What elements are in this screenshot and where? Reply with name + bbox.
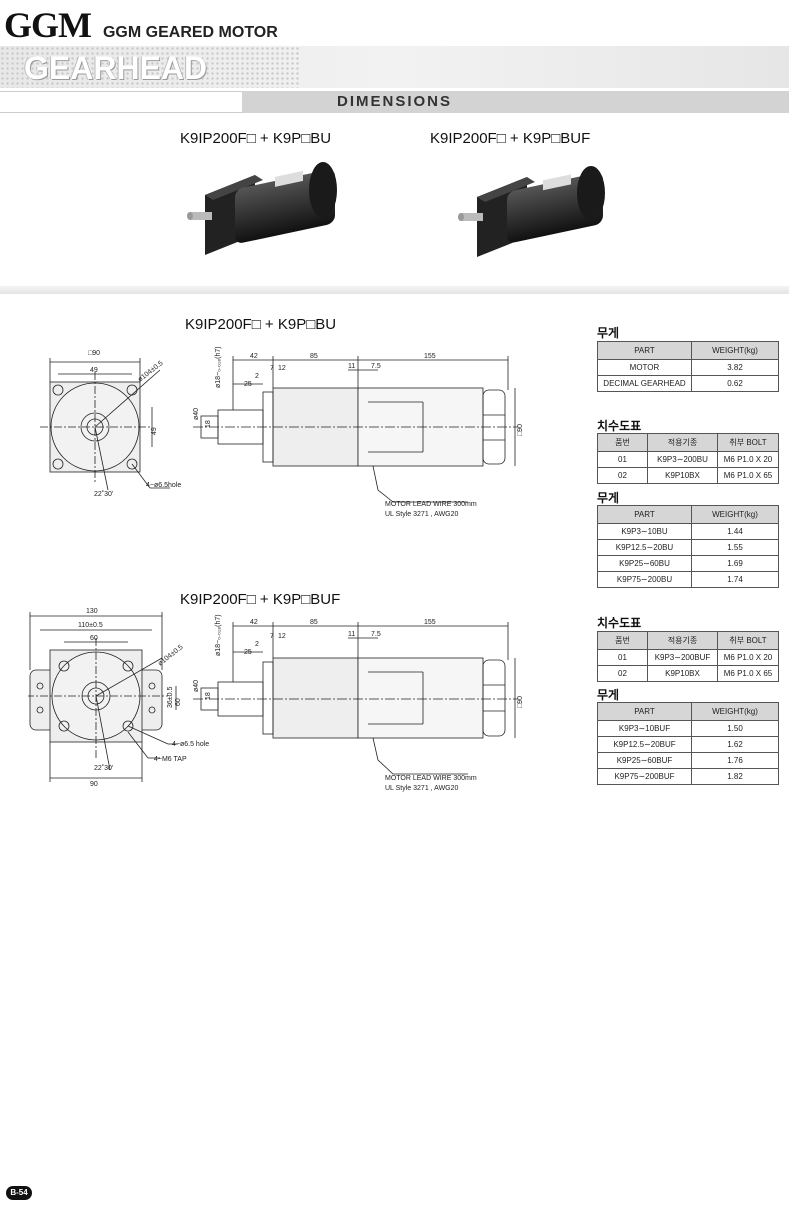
weight-heading-2: 무게 [597,491,620,505]
drawing-bu: □90 49 ø104±0.5 49 4−ø6.5hole 22˚30' ø18… [40,346,524,518]
drawing-title-bu: K9IP200F□ + K9P□BU [185,316,337,333]
dim-49: 49 [90,367,98,374]
dim-42-2: 42 [250,619,258,626]
brand-subtitle: GGM GEARED MOTOR [102,24,278,41]
dim-90: 90 [90,781,98,788]
dim-49v: 49 [151,427,158,435]
dim-hole-2: 4−ø6.5 hole [172,741,209,748]
band-dot-pattern [0,46,300,88]
gearhead-band: GEARHEAD [0,46,789,88]
dim-shaft-2: ø18−₀.₀₁₈(h7) [215,614,222,656]
dim-42: 42 [250,353,258,360]
dim-7-2: 7 [270,633,274,640]
table-row: MOTOR 3.82 [597,359,779,376]
dim-angle: 22˚30' [94,490,113,498]
dim-heading-2: 치수도표 [597,616,642,630]
dim-sq90v: □90 [517,424,524,436]
dim-table-1: 품번 적용기종 취부 BOLT 01 K9P3∼200BU M6 P1.0 X … [597,433,779,484]
dim-25-2: 25 [244,649,252,656]
band-title: GEARHEAD [24,50,208,86]
dim-110: 110±0.5 [78,622,103,629]
page-number: B-54 [6,1186,32,1200]
dim-sq90: □90 [88,350,100,357]
dim-155-2: 155 [424,619,436,626]
product-photo-buf [458,166,605,257]
dim-2: 2 [255,373,259,380]
dim-18: 18 [205,420,212,428]
dim-dia40: ø40 [193,408,200,420]
dim-dia104-2: ø104±0.5 [157,644,185,668]
dim-12: 12 [278,365,286,372]
dim-155: 155 [424,353,436,360]
table-header-row: PART WEIGHT(kg) [597,341,779,360]
lead-wire-spec: UL Style 3271 , AWG20 [385,511,459,518]
dim-7-5-2: 7.5 [371,631,381,638]
dim-shaft: ø18−₀.₀₁₈(h7) [215,346,222,388]
drawing-title-buf: K9IP200F□ + K9P□BUF [180,591,341,608]
table-row: 02 K9P10BX M6 P1.0 X 65 [597,467,779,484]
product-title-bu: K9IP200F□ + K9P□BU [180,130,332,147]
weight-heading-3: 무게 [597,688,620,702]
dim-60v: 60 [175,698,182,706]
brand-header: GGM GGM GEARED MOTOR [4,4,278,46]
dim-dia40-2: ø40 [193,680,200,692]
dim-2-2: 2 [255,641,259,648]
dim-36: 36±0.5 [167,687,174,708]
dim-7-5: 7.5 [371,363,381,370]
dim-12-2: 12 [278,633,286,640]
dim-table-2: 품번 적용기종 취부 BOLT 01 K9P3∼200BUF M6 P1.0 X… [597,631,779,682]
weight-table-1: PART WEIGHT(kg) MOTOR 3.82 DECIMAL GEARH… [597,341,779,392]
brand-logo: GGM [4,5,92,45]
dimensions-bar: DIMENSIONS [0,91,789,113]
dim-dia104: ø104±0.5 [137,360,165,384]
dim-130: 130 [86,608,98,615]
dim-sq90v-2: □90 [517,696,524,708]
dim-85: 85 [310,353,318,360]
table-header-row: 품번 적용기종 취부 BOLT [597,631,779,650]
table-row: 02 K9P10BX M6 P1.0 X 65 [597,665,779,682]
lead-wire-label-2: MOTOR LEAD WIRE 300mm [385,775,477,782]
product-photo-bu [187,162,337,255]
table-header-row: PART WEIGHT(kg) [597,505,779,524]
lead-wire-spec-2: UL Style 3271 , AWG20 [385,785,459,792]
weight-heading-1: 무게 [597,326,620,340]
drawing-buf: 130 110±0.5 60 ø104±0.5 36±0.5 60 4−ø6.5… [28,608,524,792]
table-header-row: PART WEIGHT(kg) [597,702,779,721]
dim-11-2: 11 [348,631,355,638]
table-row: 01 K9P3∼200BU M6 P1.0 X 20 [597,451,779,468]
dim-angle-2: 22˚30' [94,764,113,772]
table-row: DECIMAL GEARHEAD 0.62 [597,375,779,392]
dim-18-2: 18 [205,692,212,700]
product-title-buf: K9IP200F□ + K9P□BUF [430,130,591,147]
dim-25: 25 [244,381,252,388]
dim-tap: 4−M6 TAP [154,756,187,763]
dim-60: 60 [90,635,98,642]
section-title: DIMENSIONS [336,93,452,110]
section-separator [0,286,789,294]
dim-85-2: 85 [310,619,318,626]
table-header-row: 품번 적용기종 취부 BOLT [597,433,779,452]
lead-wire-label: MOTOR LEAD WIRE 300mm [385,501,477,508]
dim-7: 7 [270,365,274,372]
dim-heading-1: 치수도표 [597,419,642,433]
table-row: 01 K9P3∼200BUF M6 P1.0 X 20 [597,649,779,666]
dim-11: 11 [348,363,355,370]
dim-hole: 4−ø6.5hole [146,482,181,489]
